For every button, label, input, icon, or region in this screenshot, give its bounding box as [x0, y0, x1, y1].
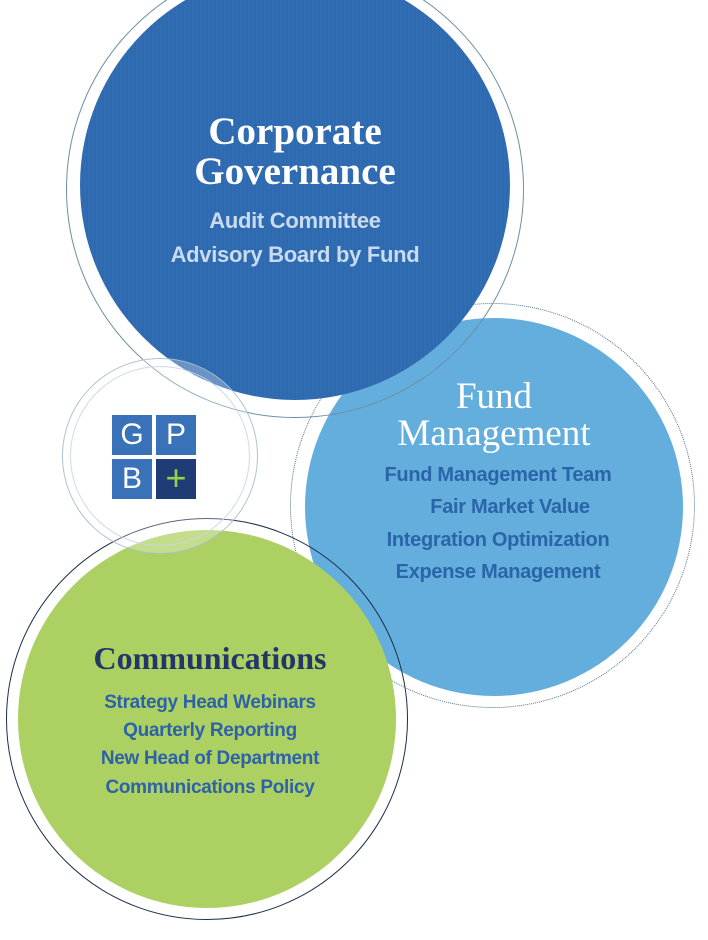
communications-item: New Head of Department [100, 748, 320, 769]
fund-management-title-line: Fund [455, 376, 533, 417]
logo-tile-p: P [156, 415, 196, 455]
corporate-governance-title: Corporate Governance [194, 110, 396, 193]
corporate-governance-item: Advisory Board by Fund [170, 242, 420, 267]
fund-management-title-line: Management [397, 413, 591, 454]
logo-tile-g: G [112, 415, 152, 455]
communications-item: Strategy Head Webinars [104, 692, 316, 713]
communications-circle [18, 530, 396, 908]
fund-management-title: Fund Management [334, 378, 654, 452]
logo-inner-ring [70, 366, 250, 546]
corporate-governance-circle [80, 0, 510, 400]
corporate-governance-item: Audit Committee [209, 208, 381, 233]
fund-management-item: Expense Management [395, 561, 601, 583]
communications-item: Quarterly Reporting [123, 720, 297, 741]
logo-tile-plus: + [156, 459, 196, 499]
communications-title: Communications [93, 640, 327, 676]
logo-tile-b: B [112, 459, 152, 499]
fund-management-item: Integration Optimization [386, 529, 610, 551]
fund-management-item: Fund Management Team [384, 464, 612, 486]
communications-item: Communications Policy [105, 777, 315, 798]
fund-management-item: Fair Market Value [430, 496, 590, 518]
